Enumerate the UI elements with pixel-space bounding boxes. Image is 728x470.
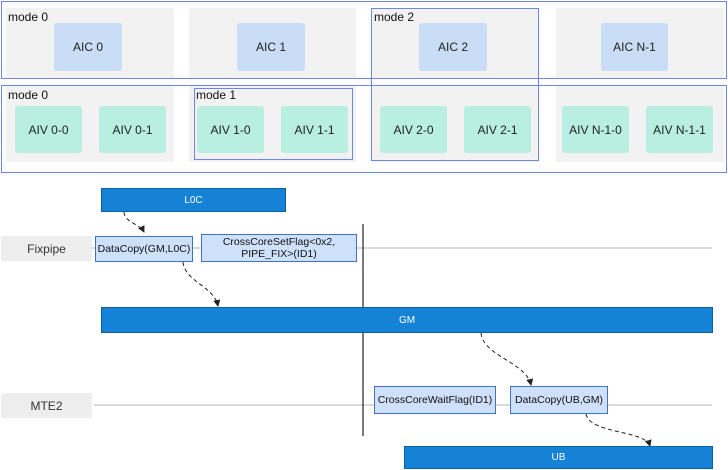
lane-label-fixpipe: Fixpipe xyxy=(1,236,92,261)
arrow-datacopy-to-gm xyxy=(182,261,221,307)
mode-label-mode-1: mode 1 xyxy=(196,88,237,102)
buffer-gm: GM xyxy=(101,307,713,333)
mode-label-bottom-left: mode 0 xyxy=(8,88,49,102)
aic-core-2: AIC 2 xyxy=(419,23,487,71)
aic-core-1: AIC 1 xyxy=(237,23,305,71)
aiv-core-0-0: AIV 0-0 xyxy=(15,106,82,153)
aiv-core-0-1: AIV 0-1 xyxy=(99,106,166,153)
mode-label-mode-2: mode 2 xyxy=(374,10,415,24)
mode-2-outline xyxy=(371,8,539,161)
aiv-core-2-0: AIV 2-0 xyxy=(380,106,447,153)
aic-core-n-1: AIC N-1 xyxy=(601,23,668,71)
op-crosscore-wait-flag: CrossCoreWaitFlag(ID1) xyxy=(374,386,496,414)
aiv-core-2-1: AIV 2-1 xyxy=(464,106,531,153)
op-datacopy-ub-gm: DataCopy(UB,GM) xyxy=(510,386,608,414)
op-crosscore-set-flag: CrossCoreSetFlag<0x2, PIPE_FIX>(ID1) xyxy=(201,234,357,262)
aiv-core-1-1: AIV 1-1 xyxy=(281,106,348,153)
aic-core-0: AIC 0 xyxy=(54,23,122,71)
op-crosscore-set-flag-line-2: PIPE_FIX>(ID1) xyxy=(241,248,317,260)
buffer-l0c: L0C xyxy=(101,188,286,212)
mode-label-top-left: mode 0 xyxy=(8,10,49,24)
aiv-core-1-0: AIV 1-0 xyxy=(197,106,264,153)
arrow-l0c-to-datacopy xyxy=(123,211,145,233)
op-crosscore-set-flag-line-1: CrossCoreSetFlag<0x2, xyxy=(222,236,336,248)
arrow-datacopy-ub-to-ub xyxy=(585,413,652,447)
lane-label-mte2: MTE2 xyxy=(1,393,92,418)
mode-0-aic-row-outline xyxy=(1,1,727,79)
buffer-ub: UB xyxy=(404,446,713,469)
aiv-core-n-1-1: AIV N-1-1 xyxy=(646,106,713,153)
mode-1-outline xyxy=(194,88,353,160)
aiv-core-n-1-0: AIV N-1-0 xyxy=(562,106,629,153)
op-datacopy-gm-l0c: DataCopy(GM,L0C) xyxy=(95,236,193,262)
arrow-gm-to-datacopy-ub xyxy=(480,332,534,386)
mode-0-aiv-row-outline xyxy=(1,85,727,173)
